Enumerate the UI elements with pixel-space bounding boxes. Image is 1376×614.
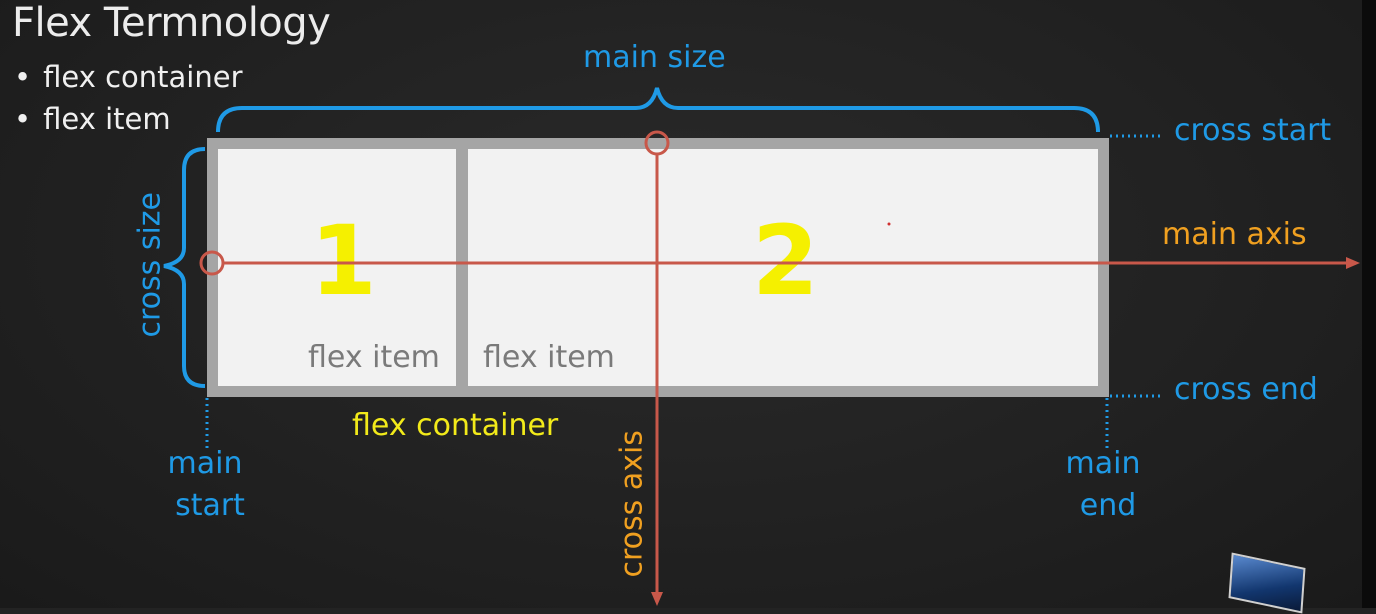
main-end-label-line2: end: [1079, 488, 1137, 523]
flex-container-label: flex container: [352, 408, 559, 443]
stray-dot: [887, 222, 891, 226]
cross-axis-arrowhead: [651, 592, 663, 606]
cross-size-brace: [163, 147, 206, 388]
item-2-label: flex item: [483, 340, 615, 375]
bullet-item: flex item: [14, 100, 243, 142]
main-start-label-line1: main: [167, 446, 243, 481]
window-edge: [1362, 0, 1376, 608]
bullet-list: flex container flex item: [14, 58, 243, 142]
main-end-label-line1: main: [1065, 446, 1141, 481]
bullet-item: flex container: [14, 58, 242, 100]
cross-start-label: cross start: [1174, 113, 1332, 148]
main-axis-arrowhead: [1346, 257, 1360, 269]
main-axis-label: main axis: [1162, 217, 1307, 252]
main-size-label: main size: [583, 40, 726, 75]
cross-axis-label: cross axis: [614, 430, 650, 578]
slide-title: Flex Termnology: [12, 0, 331, 46]
flex-item-2: [468, 149, 1098, 386]
item-2-number: 2: [752, 205, 819, 317]
item-1-number: 1: [310, 205, 377, 317]
cross-axis-origin: [644, 130, 670, 156]
main-size-brace: [216, 87, 1100, 133]
item-1-label: flex item: [308, 340, 440, 375]
main-axis-origin: [199, 250, 225, 276]
main-start-label-line2: start: [175, 488, 245, 523]
cross-size-label: cross size: [132, 192, 168, 338]
flex-item-1: [218, 149, 456, 386]
cross-end-label: cross end: [1174, 372, 1318, 407]
